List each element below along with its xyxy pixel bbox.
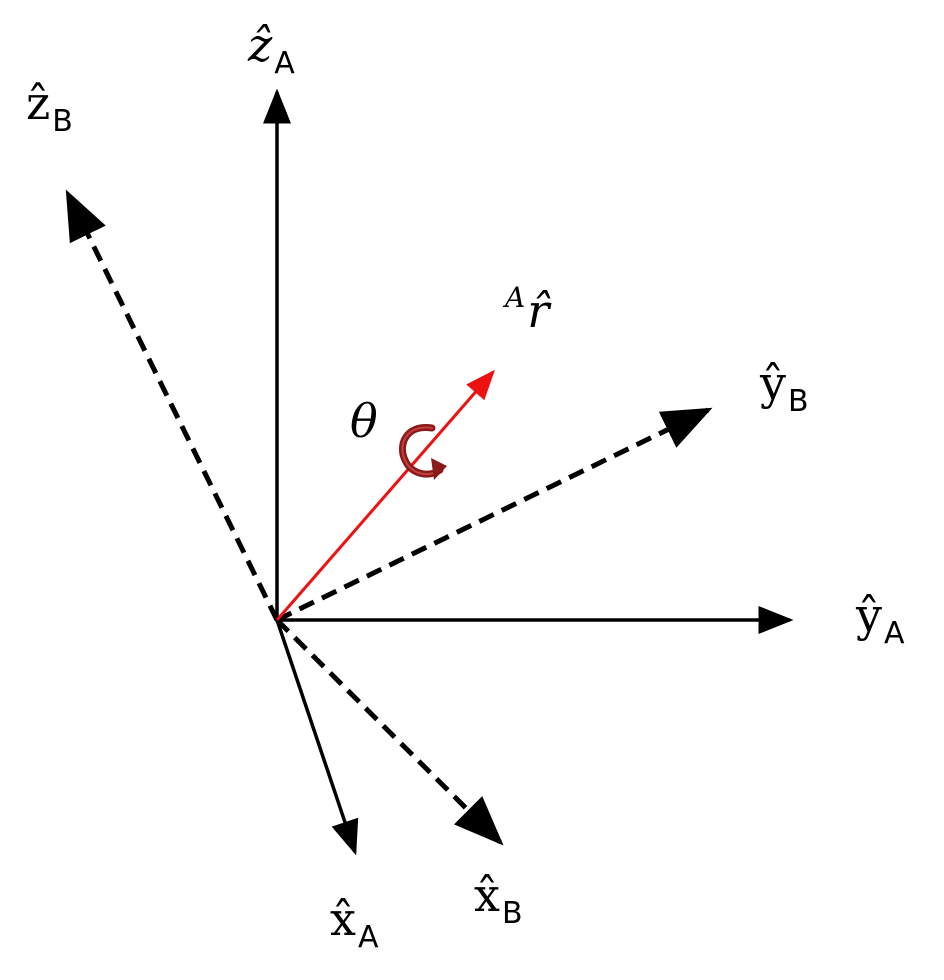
label-x-a: x̂A [330,892,379,955]
z-b-axis [65,189,280,622]
curved-rotation-arrow-icon [398,424,447,480]
label-y-a: ŷA [856,588,905,651]
label-z-a: ẑA [248,18,295,81]
rotation-axis-r [275,369,495,621]
label-theta: θ [350,394,378,448]
label-x-b: x̂B [474,868,523,931]
label-r-hat: Ar̂ [505,281,550,338]
label-y-b: ŷB [760,356,809,419]
x-a-axis [275,619,359,856]
x-b-axis [275,618,504,846]
label-z-b: ẑB [26,76,73,139]
y-b-axis [275,407,713,623]
